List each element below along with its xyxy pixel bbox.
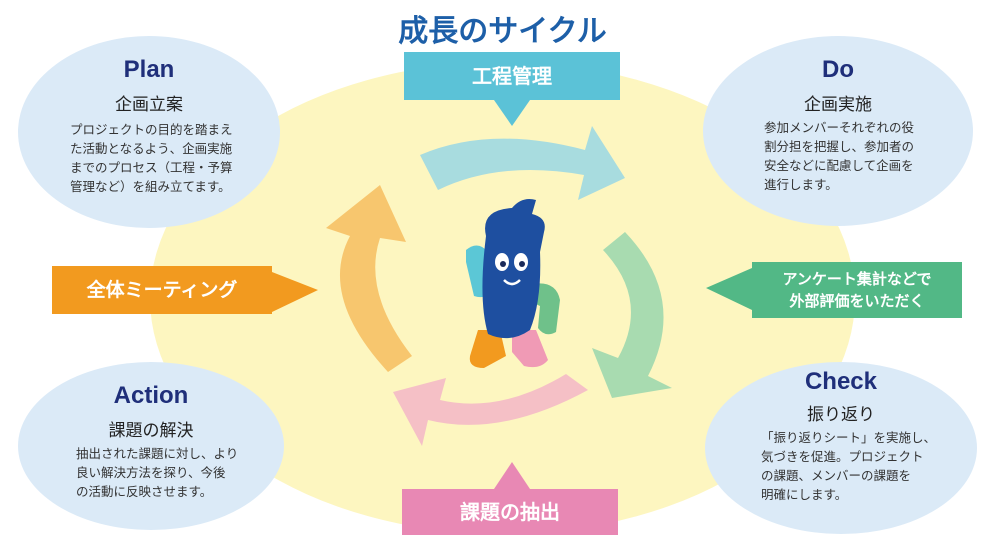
left-banner-label: 全体ミーティング <box>86 279 238 301</box>
mascot-left-pupil <box>500 261 506 267</box>
right-cycle-arrow <box>592 232 672 398</box>
bottom-banner-pointer <box>494 462 530 489</box>
action-description: 抽出された課題に対し、より 良い解決方法を探り、今後 の活動に反映させます。 <box>76 446 239 499</box>
action-heading: Action <box>113 382 189 409</box>
mascot-mouth <box>503 279 521 286</box>
action-bubble: Action 課題の解決 抽出された課題に対し、より 良い解決方法を探り、今後 … <box>18 362 284 530</box>
do-subheading: 企画実施 <box>804 95 872 115</box>
mascot-orange-leg <box>469 330 506 368</box>
do-bubble: Do 企画実施 参加メンバーそれぞれの役 割分担を把握し、参加者の 安全などに配… <box>703 36 973 226</box>
do-description: 参加メンバーそれぞれの役 割分担を把握し、参加者の 安全などに配慮して企画を 進… <box>764 120 915 192</box>
right-banner-line-2: 外部評価をいただく <box>789 292 925 310</box>
check-subheading: 振り返り <box>807 405 875 425</box>
mascot-body <box>482 199 545 339</box>
top-banner-pointer <box>494 100 530 126</box>
bottom-banner-label: 課題の抽出 <box>460 500 560 524</box>
check-description: 「振り返りシート」を実施し、 気づきを促進。プロジェクト の課題、メンバーの課題… <box>761 430 937 502</box>
top-banner: 工程管理 <box>404 52 620 100</box>
right-banner: アンケート集計などで 外部評価をいただく <box>752 262 962 318</box>
plan-bubble: Plan 企画立案 プロジェクトの目的を踏まえ た活動となるよう、企画実施 まで… <box>18 36 280 228</box>
do-heading: Do <box>822 56 854 83</box>
mascot-right-pupil <box>519 261 525 267</box>
top-banner-label: 工程管理 <box>472 64 552 88</box>
left-banner-pointer <box>272 272 318 312</box>
right-banner-pointer <box>706 268 752 310</box>
right-banner-line-1: アンケート集計などで <box>782 270 932 288</box>
left-cycle-arrow <box>326 185 412 372</box>
plan-subheading: 企画立案 <box>115 95 183 115</box>
action-subheading: 課題の解決 <box>108 421 194 441</box>
mascot-pink-leg <box>512 330 548 368</box>
bottom-cycle-arrow <box>393 374 588 446</box>
diagram-title: 成長のサイクル <box>398 14 607 49</box>
left-banner: 全体ミーティング <box>52 266 272 314</box>
top-cycle-arrow <box>420 126 625 200</box>
mascot-character <box>466 199 560 368</box>
plan-description: プロジェクトの目的を踏まえ た活動となるよう、企画実施 までのプロセス（工程・予… <box>70 122 233 194</box>
plan-heading: Plan <box>123 56 175 83</box>
check-bubble: Check 振り返り 「振り返りシート」を実施し、 気づきを促進。プロジェクト … <box>705 362 977 534</box>
bottom-banner: 課題の抽出 <box>402 489 618 535</box>
check-heading: Check <box>804 368 878 395</box>
